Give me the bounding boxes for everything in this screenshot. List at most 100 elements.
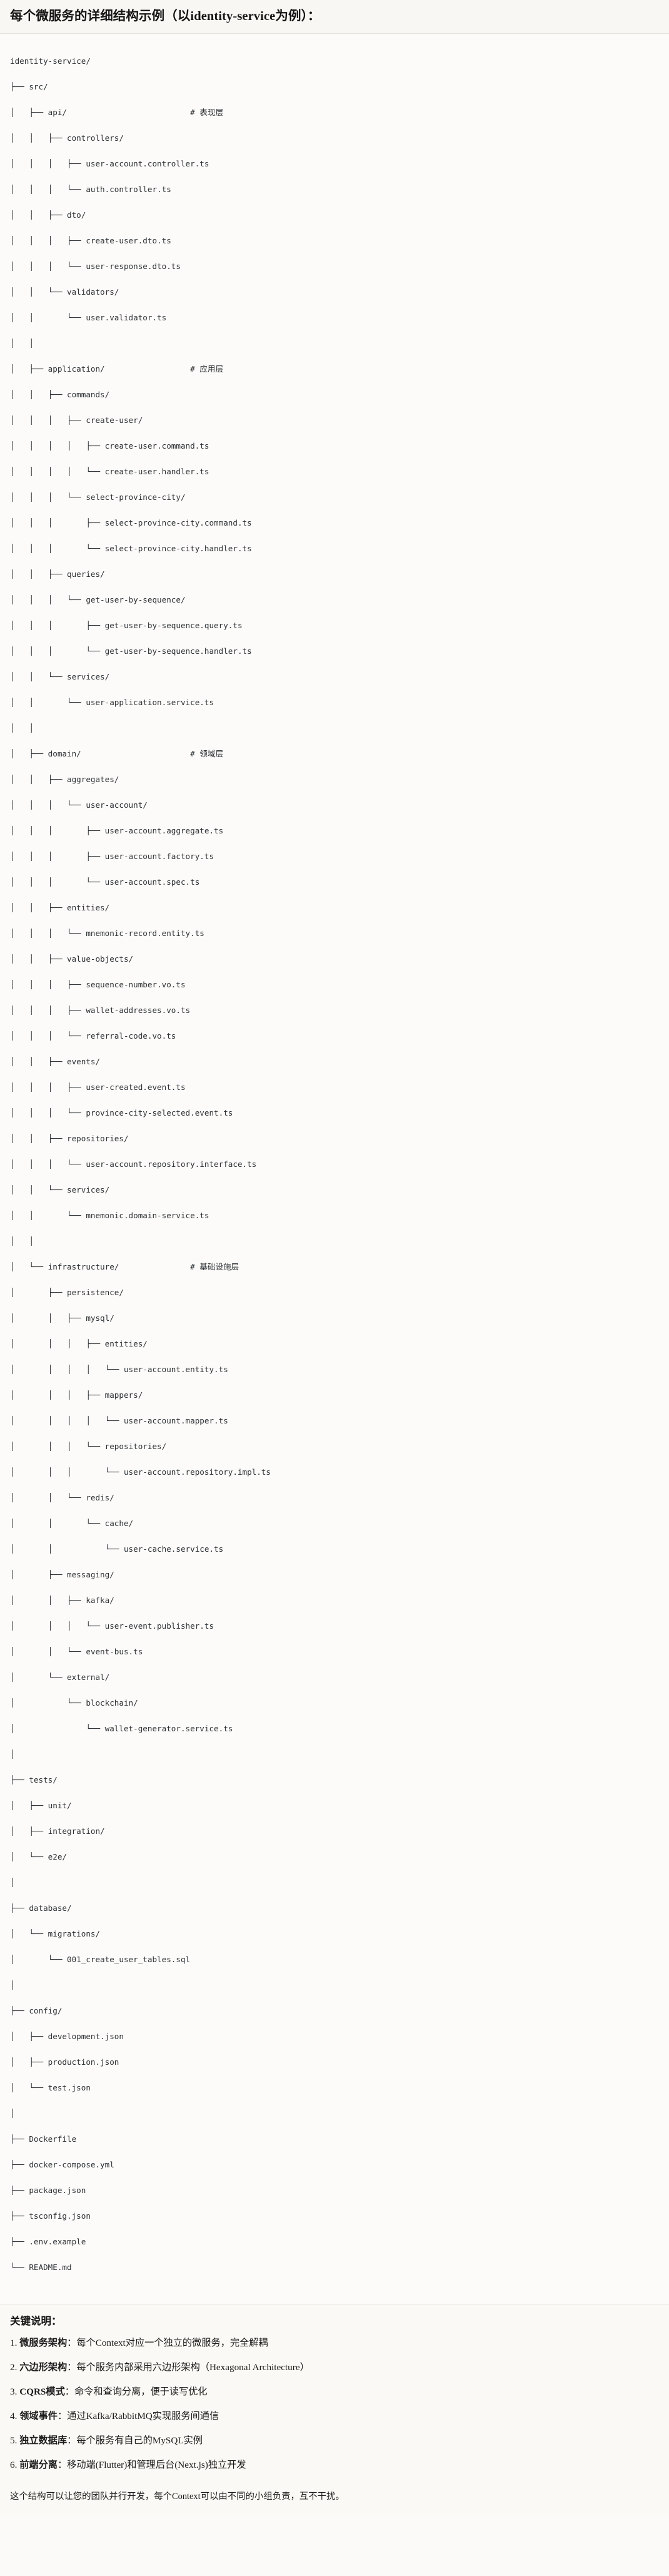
tree-line: ├── database/ (10, 1903, 72, 1913)
tree-line: │ │ │ ├── select-province-city.command.t… (10, 518, 252, 528)
tree-line: │ │ │ ├── user-created.event.ts (10, 1082, 186, 1092)
note-separator: ： (67, 2338, 77, 2349)
tree-line: ├── config/ (10, 2006, 63, 2016)
tree-line: ├── .env.example (10, 2237, 86, 2247)
page-root: 每个微服务的详细结构示例（以identity-service为例）： ident… (0, 0, 669, 2515)
note-item: 5. 独立数据库：每个服务有自己的MySQL实例 (10, 2434, 659, 2448)
tree-line: │ │ └── validators/ (10, 287, 119, 297)
tree-line: identity-service/ (10, 56, 91, 66)
tree-line: │ │ │ └── user-account/ (10, 800, 148, 810)
note-number: 6. (10, 2460, 20, 2471)
note-separator: ： (57, 2411, 68, 2422)
tree-line: │ │ │ └── mnemonic-record.entity.ts (10, 929, 204, 939)
tree-line: │ │ ├── value-objects/ (10, 954, 134, 964)
tree-line: │ └── external/ (10, 1672, 110, 1683)
tree-line: │ │ └── event-bus.ts (10, 1647, 143, 1657)
tree-line: │ │ │ └── select-province-city.handler.t… (10, 544, 252, 554)
tree-line: │ ├── messaging/ (10, 1570, 114, 1580)
page-title: 每个微服务的详细结构示例（以identity-service为例）： (10, 9, 321, 23)
tree-line: │ ├── api/ # 表现层 (10, 108, 224, 118)
tree-line: │ └── infrastructure/ # 基础设施层 (10, 1262, 239, 1272)
tree-line: │ ├── persistence/ (10, 1288, 124, 1298)
tree-line: ├── tests/ (10, 1775, 58, 1785)
tree-line: │ │ ├── repositories/ (10, 1134, 129, 1144)
note-key: 独立数据库 (19, 2435, 68, 2446)
note-separator: ： (64, 2386, 74, 2398)
tree-line: │ └── 001_create_user_tables.sql (10, 1955, 191, 1965)
tree-line: │ │ └── user-cache.service.ts (10, 1544, 224, 1554)
tree-line: │ (10, 2109, 15, 2119)
tree-line: │ │ │ │ └── create-user.handler.ts (10, 467, 209, 477)
tree-line: │ │ └── cache/ (10, 1519, 134, 1529)
note-key: 六边形架构 (19, 2362, 68, 2373)
tree-line: │ │ └── redis/ (10, 1493, 114, 1503)
tree-line: │ │ │ ├── user-account.aggregate.ts (10, 826, 224, 836)
note-item: 3. CQRS模式：命令和查询分离，便于读写优化 (10, 2385, 659, 2399)
tree-line: │ │ │ ├── create-user/ (10, 415, 143, 425)
tree-line: ├── Dockerfile (10, 2134, 77, 2144)
tree-line: │ │ │ └── user-response.dto.ts (10, 262, 181, 272)
tree-line: │ │ └── user-application.service.ts (10, 698, 214, 708)
note-key: CQRS模式 (19, 2386, 65, 2398)
note-separator: ： (67, 2362, 77, 2373)
tree-line: │ │ │ └── select-province-city/ (10, 492, 186, 502)
tree-line: │ └── test.json (10, 2083, 91, 2093)
tree-line: │ │ │ ├── get-user-by-sequence.query.ts (10, 621, 243, 631)
tree-line: │ │ ├── mysql/ (10, 1313, 114, 1323)
tree-line: │ ├── application/ # 应用层 (10, 364, 224, 374)
tree-line: │ │ │ ├── sequence-number.vo.ts (10, 980, 186, 990)
tree-line: │ │ │ └── auth.controller.ts (10, 185, 171, 195)
tree-line: │ │ │ └── user-account.spec.ts (10, 877, 200, 887)
tree-line: │ │ (10, 1236, 34, 1246)
tree-line: ├── docker-compose.yml (10, 2160, 114, 2170)
tree-line: │ │ │ └── get-user-by-sequence/ (10, 595, 186, 605)
note-number: 4. (10, 2411, 20, 2422)
title-bar: 每个微服务的详细结构示例（以identity-service为例）： (0, 0, 669, 34)
note-key: 领域事件 (19, 2411, 58, 2422)
tree-line: │ │ └── user.validator.ts (10, 313, 167, 323)
tree-line: │ │ │ ├── mappers/ (10, 1390, 143, 1400)
tree-line: │ │ └── mnemonic.domain-service.ts (10, 1211, 209, 1221)
tree-line: │ │ │ └── user-event.publisher.ts (10, 1621, 214, 1631)
tree-line: │ └── wallet-generator.service.ts (10, 1724, 233, 1734)
tree-line: │ │ │ ├── wallet-addresses.vo.ts (10, 1005, 191, 1016)
tree-line: │ │ │ ├── user-account.controller.ts (10, 159, 209, 169)
directory-tree: identity-service/ ├── src/ │ ├── api/ # … (10, 55, 659, 2287)
tree-line: │ │ ├── kafka/ (10, 1596, 114, 1606)
tree-line: │ │ ├── events/ (10, 1057, 101, 1067)
note-separator: ： (57, 2460, 68, 2471)
tree-line: │ │ │ │ ├── create-user.command.ts (10, 441, 209, 451)
tree-line: │ │ (10, 723, 34, 733)
note-key: 微服务架构 (19, 2338, 68, 2349)
tree-line: │ ├── development.json (10, 2032, 124, 2042)
notes-list: 1. 微服务架构：每个Context对应一个独立的微服务，完全解耦 2. 六边形架… (10, 2336, 659, 2472)
tree-line: │ │ │ └── get-user-by-sequence.handler.t… (10, 646, 252, 656)
tree-line: │ (10, 1878, 15, 1888)
tree-line: │ │ │ ├── user-account.factory.ts (10, 852, 214, 862)
tree-line: │ │ (10, 339, 34, 349)
note-key: 前端分离 (19, 2460, 58, 2471)
tree-line: │ │ │ └── province-city-selected.event.t… (10, 1108, 233, 1118)
tree-line: │ │ └── services/ (10, 1185, 110, 1195)
tree-line: │ └── blockchain/ (10, 1698, 138, 1708)
note-item: 2. 六边形架构：每个服务内部采用六边形架构（Hexagonal Archite… (10, 2361, 659, 2375)
note-description: 每个Context对应一个独立的微服务，完全解耦 (76, 2338, 268, 2349)
note-number: 2. (10, 2362, 20, 2373)
note-item: 4. 领域事件：通过Kafka/RabbitMQ实现服务间通信 (10, 2410, 659, 2423)
note-number: 3. (10, 2386, 20, 2398)
tree-line: │ ├── integration/ (10, 1826, 105, 1836)
tree-line: │ │ ├── dto/ (10, 210, 86, 220)
note-description: 每个服务有自己的MySQL实例 (76, 2435, 203, 2446)
tree-line: │ (10, 1749, 15, 1759)
tree-line: │ └── e2e/ (10, 1852, 67, 1862)
closing-paragraph: 这个结构可以让您的团队并行开发，每个Context可以由不同的小组负责，互不干扰… (0, 2487, 669, 2515)
note-description: 命令和查询分离，便于读写优化 (74, 2386, 208, 2398)
tree-line: │ ├── unit/ (10, 1801, 72, 1811)
note-item: 1. 微服务架构：每个Context对应一个独立的微服务，完全解耦 (10, 2336, 659, 2350)
tree-line: │ (10, 1980, 15, 1990)
tree-line: ├── src/ (10, 82, 48, 92)
tree-line: ├── tsconfig.json (10, 2211, 91, 2221)
tree-line: │ ├── production.json (10, 2057, 119, 2067)
tree-line: │ │ │ └── user-account.repository.interf… (10, 1159, 257, 1169)
